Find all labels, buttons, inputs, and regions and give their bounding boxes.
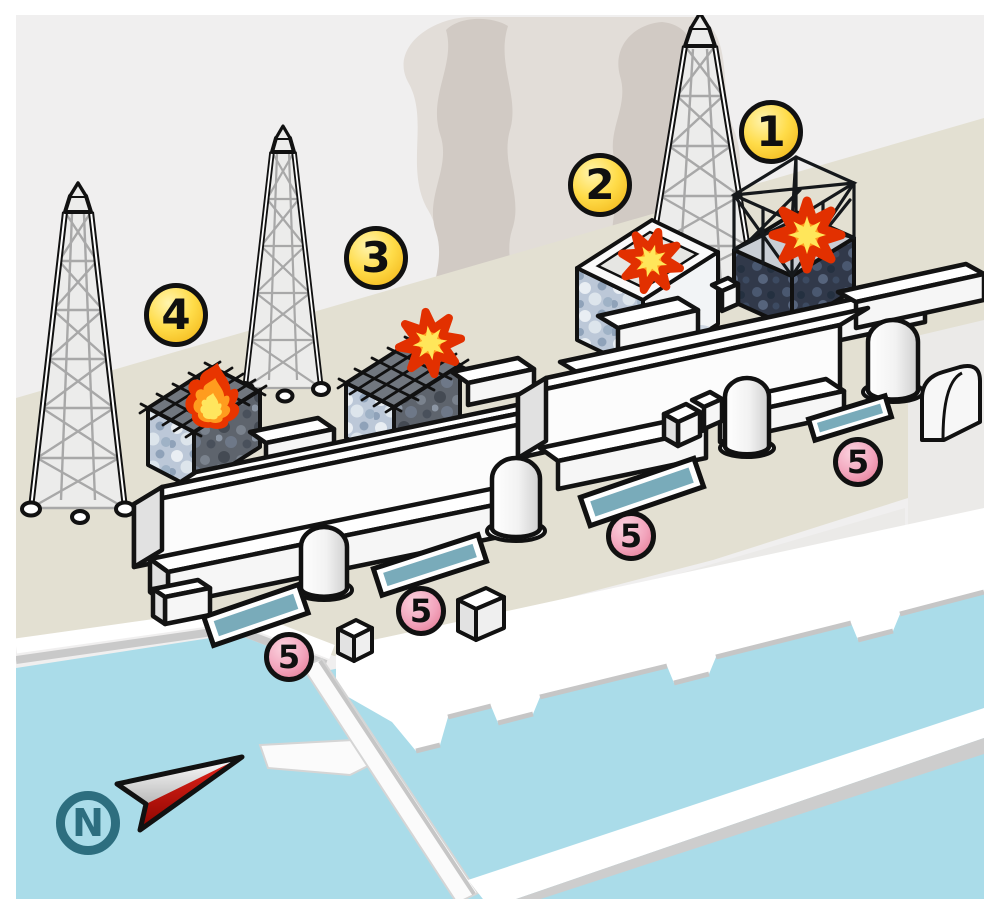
unit-4-marker: 4 <box>144 283 208 347</box>
tank <box>718 375 776 459</box>
explosion-icon-unit-1 <box>773 201 841 269</box>
pool-marker-4: 5 <box>264 632 314 682</box>
quay-edge <box>415 589 984 754</box>
pier <box>300 657 480 899</box>
pool-marker-1-label: 5 <box>846 443 870 481</box>
unit-3-marker: 3 <box>344 226 408 290</box>
pool <box>200 581 312 649</box>
compass-north-label: N <box>56 791 120 855</box>
unit-2-marker: 2 <box>568 153 632 217</box>
pool <box>577 455 707 529</box>
north-arrow-icon <box>114 754 245 833</box>
breakwater-face <box>516 738 984 899</box>
tank <box>485 455 547 543</box>
pool-marker-2-label: 5 <box>619 517 643 555</box>
breakwater <box>468 708 984 899</box>
unit-3-marker-label: 3 <box>361 233 391 282</box>
turbine-hall-units-3-4 <box>131 355 563 627</box>
quay <box>336 508 984 751</box>
transmission-tower-left <box>20 181 136 525</box>
compass-letter: N <box>72 801 104 845</box>
cooling-pools <box>200 392 895 649</box>
small-buildings <box>336 364 982 663</box>
tank <box>294 524 354 602</box>
tank <box>861 317 925 404</box>
pool-marker-3-label: 5 <box>409 592 433 630</box>
unit-1-marker: 1 <box>739 100 803 164</box>
unit-3-collapsed-roof <box>336 334 470 414</box>
pool <box>370 531 490 599</box>
pool-marker-2: 5 <box>606 511 656 561</box>
pool-marker-1: 5 <box>833 437 883 487</box>
pool-marker-4-label: 5 <box>277 638 301 676</box>
unit-2-marker-label: 2 <box>585 160 615 209</box>
pool <box>805 392 895 444</box>
unit-4-marker-label: 4 <box>161 290 191 339</box>
unit-1-marker-label: 1 <box>756 107 786 156</box>
pool-marker-3: 5 <box>396 586 446 636</box>
